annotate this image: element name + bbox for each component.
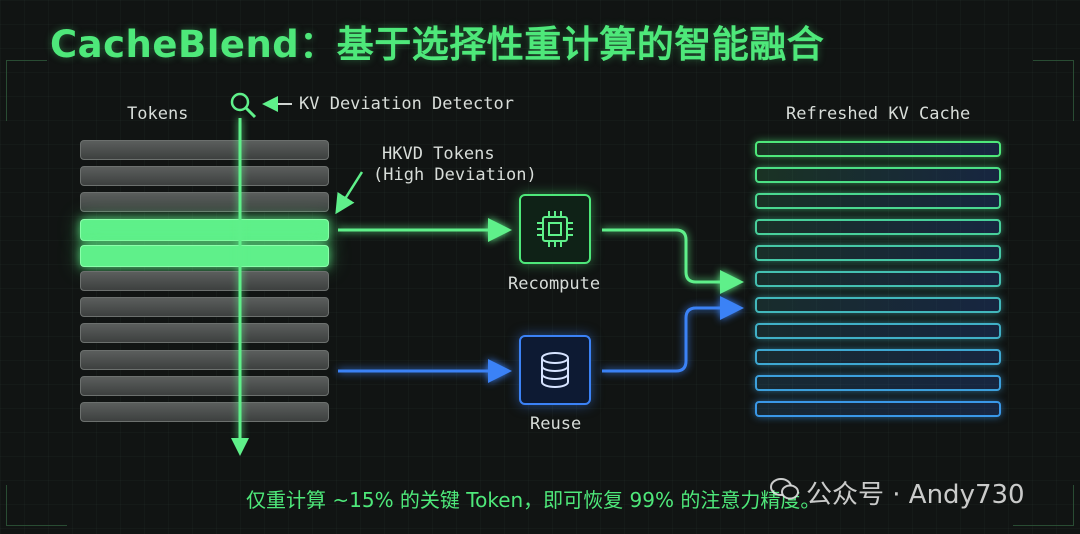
reuse-box	[519, 335, 591, 405]
magnifier-icon	[230, 92, 257, 119]
recompute-box	[519, 194, 591, 264]
token-bar-high-deviation	[80, 218, 329, 241]
cpu-chip-icon	[537, 211, 573, 247]
cache-bar	[755, 323, 1001, 339]
corner-decoration	[6, 60, 47, 121]
cache-bar	[755, 297, 1001, 313]
cache-bar	[755, 401, 1001, 417]
diagram-title: CacheBlend：基于选择性重计算的智能融合	[50, 23, 825, 66]
cache-bar	[755, 141, 1001, 157]
cache-bar	[755, 167, 1001, 183]
cache-bar	[755, 245, 1001, 261]
tokens-label: Tokens	[127, 104, 189, 124]
reuse-label: Reuse	[530, 414, 582, 434]
reuse-to-cache-arrow	[602, 296, 744, 373]
cache-bar	[755, 349, 1001, 365]
footer-caption: 仅重计算 ~15% 的关键 Token，即可恢复 99% 的注意力精度。	[246, 488, 821, 512]
refreshed-cache-label: Refreshed KV Cache	[786, 104, 971, 124]
token-bar	[80, 140, 329, 160]
token-bar	[80, 271, 329, 291]
database-icon	[541, 352, 569, 388]
recompute-to-cache-arrow	[602, 228, 744, 294]
cache-bar	[755, 193, 1001, 209]
cache-bar	[755, 219, 1001, 235]
hkvd-label-line2: (High Deviation)	[373, 165, 537, 185]
token-bar	[80, 375, 329, 396]
token-bar	[80, 297, 329, 318]
token-bar	[80, 166, 329, 187]
token-bar	[80, 402, 329, 422]
corner-decoration	[1033, 60, 1074, 121]
token-bar	[80, 323, 329, 344]
corner-decoration	[6, 485, 67, 526]
hkvd-label-line1: HKVD Tokens	[382, 144, 495, 164]
watermark: 公众号 · Andy730	[806, 480, 1025, 510]
wechat-icon	[770, 478, 799, 500]
corner-decoration	[1013, 485, 1074, 526]
hkvd-pointer-arrow	[335, 171, 364, 215]
scan-arrowhead	[231, 438, 249, 456]
cache-bar	[755, 375, 1001, 391]
token-bar	[80, 192, 329, 213]
token-bar-high-deviation	[80, 244, 329, 267]
cache-bar	[755, 271, 1001, 287]
token-bar	[80, 349, 329, 370]
recompute-label: Recompute	[508, 274, 601, 294]
detector-label: KV Deviation Detector	[299, 94, 514, 114]
